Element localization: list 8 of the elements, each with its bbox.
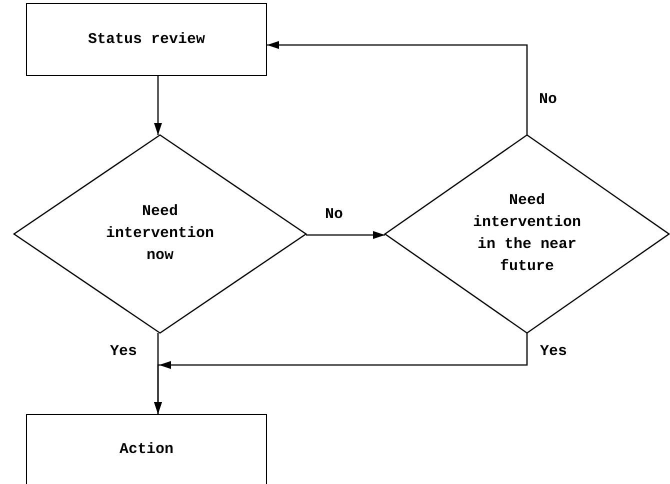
decision-diamond — [14, 135, 306, 333]
process-box — [26, 3, 267, 76]
node-label: Status review — [88, 30, 206, 50]
action-box — [26, 414, 267, 484]
decision-diamond — [385, 135, 669, 333]
node-label: Action — [119, 440, 174, 460]
node-label: Need intervention now — [104, 202, 216, 266]
node-label: Need intervention in the near future — [472, 191, 582, 277]
